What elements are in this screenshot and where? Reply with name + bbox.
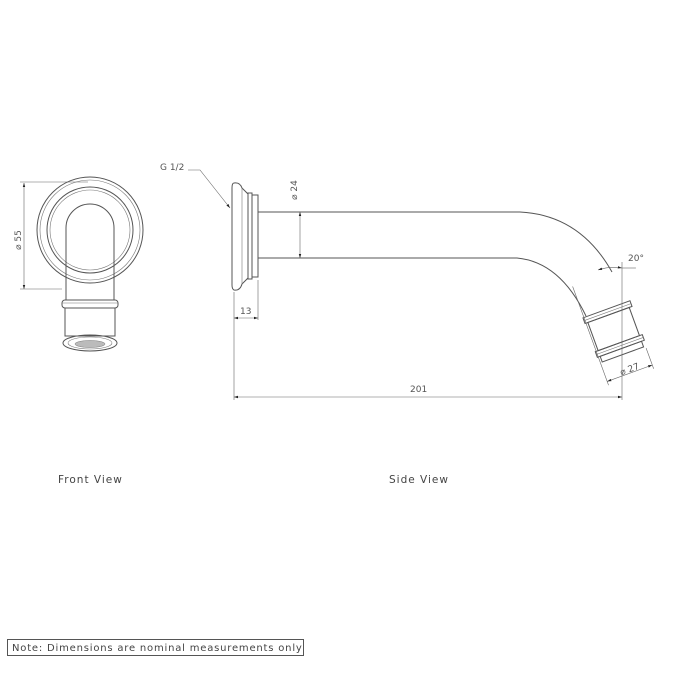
dim-thread: G 1/2	[160, 163, 184, 173]
outlet-nozzle	[572, 286, 654, 386]
dim-outlet-angle: 20°	[628, 254, 644, 264]
dim-backplate-depth: 13	[240, 307, 251, 317]
dim-pipe-diameter: ⌀ 24	[290, 180, 300, 200]
dim-projection: 201	[410, 385, 427, 395]
note-box: Note: Dimensions are nominal measurement…	[7, 639, 304, 656]
side-view-label: Side View	[389, 474, 449, 486]
front-view-label: Front View	[58, 474, 123, 486]
side-view: 20° ⌀ 27 ⌀ 24 G 1/2 13 201	[160, 163, 654, 400]
front-view: ⌀ 55	[14, 176, 144, 352]
dim-rosette-diameter: ⌀ 55	[14, 230, 24, 250]
